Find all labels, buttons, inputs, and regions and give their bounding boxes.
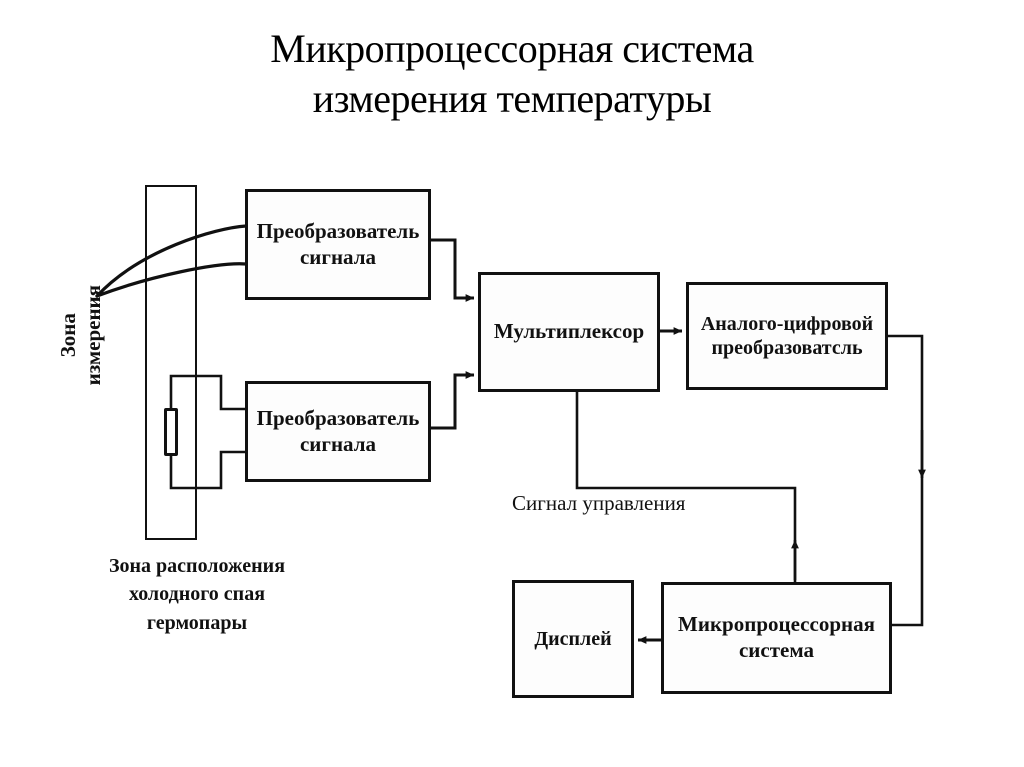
converter2-to-multiplexer-link [431, 371, 475, 430]
title-line-2: измерения температуры [312, 76, 712, 121]
cold-junction-caption-line-1: Зона расположения [108, 555, 286, 577]
block-signal-converter-1-line-2: сигнала [299, 244, 377, 269]
measurement-zone-label-line-1: Зона [55, 313, 80, 358]
measurement-zone-label-line-2: измерения [81, 284, 105, 386]
measurement-zone-boundary [145, 185, 197, 540]
block-signal-converter-1-line-1: Преобразователь [256, 218, 420, 243]
block-signal-converter-2-line-1: Преобразователь [256, 405, 420, 430]
block-microprocessor-system: Микропроцессорная система [661, 582, 892, 694]
block-adc-line-2: преобразоватсль [711, 337, 863, 359]
page-title: Микропроцессорная система измерения темп… [0, 24, 1024, 124]
block-analog-digital-converter: Аналого-цифровой преобразоватсль [686, 282, 888, 390]
block-display: Дисплей [512, 580, 634, 698]
thermocouple-wires [95, 224, 248, 298]
title-line-1: Микропроцессорная система [270, 26, 754, 71]
block-signal-converter-2: Преобразователь сигнала [245, 381, 431, 482]
control-signal-label: Сигнал управления [512, 491, 686, 515]
block-multiplexer-label: Мультиплексор [493, 319, 645, 344]
cold-junction-wiring [169, 374, 246, 490]
cold-junction-sensor-icon [164, 408, 178, 456]
cold-junction-zone-caption: Зона расположения холодного спая гермопа… [62, 552, 332, 637]
cold-junction-caption-line-2: холодного спая [128, 583, 266, 606]
block-multiplexer: Мультиплексор [478, 272, 660, 392]
adc-to-microprocessor-link [888, 334, 926, 627]
block-microprocessor-line-2: система [738, 638, 815, 662]
block-microprocessor-line-1: Микропроцессорная [678, 612, 875, 637]
block-adc-line-1: Аналого-цифровой [700, 312, 874, 335]
control-signal-link [575, 392, 799, 582]
converter1-to-multiplexer-link [431, 238, 475, 302]
block-signal-converter-2-line-2: сигнала [299, 431, 377, 456]
block-signal-converter-1: Преобразователь сигнала [245, 189, 431, 300]
block-display-label: Дисплей [534, 627, 612, 650]
measurement-zone-label: Зона измерения [56, 245, 106, 425]
cold-junction-caption-line-3: гермопары [146, 611, 248, 634]
